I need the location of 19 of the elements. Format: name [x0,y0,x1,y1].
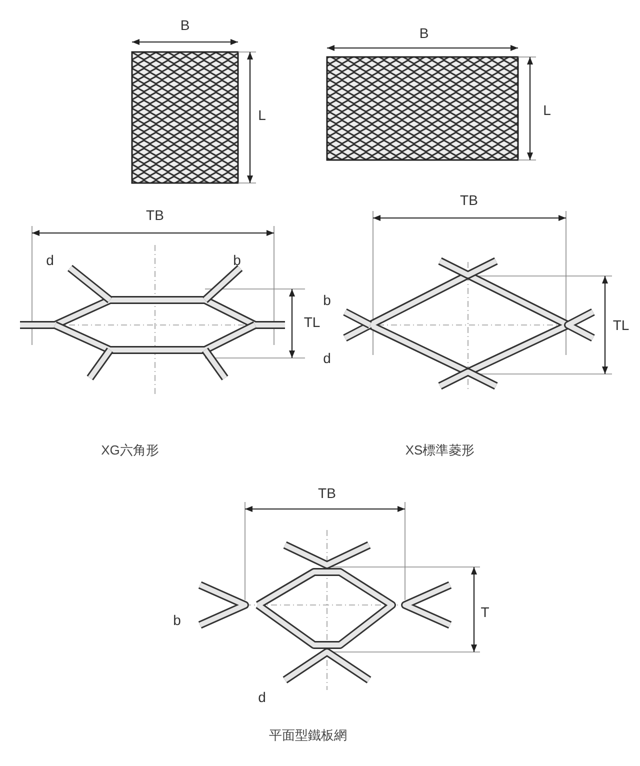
dimension-label: TB [318,486,336,500]
dimension-label: TB [146,208,164,222]
dimension-label: b [173,613,181,627]
dimension-label: d [46,253,54,267]
dimension-label: b [233,253,241,267]
dimension-label: B [419,26,429,40]
dimension-label: d [258,690,266,704]
caption: 平面型鐵板網 [269,728,347,742]
dimension-label: b [323,293,331,307]
dimension-label: TL [304,315,320,329]
dimension-label: B [180,18,190,32]
dimension-label: TL [612,318,630,332]
dimension-label: TB [460,193,478,207]
caption: XS標準菱形 [405,444,475,456]
caption: XG六角形 [101,444,159,456]
dimension-label: L [258,108,266,122]
dimension-label: L [543,103,551,117]
dimension-label: d [323,351,331,365]
dimension-label: T [480,605,490,619]
